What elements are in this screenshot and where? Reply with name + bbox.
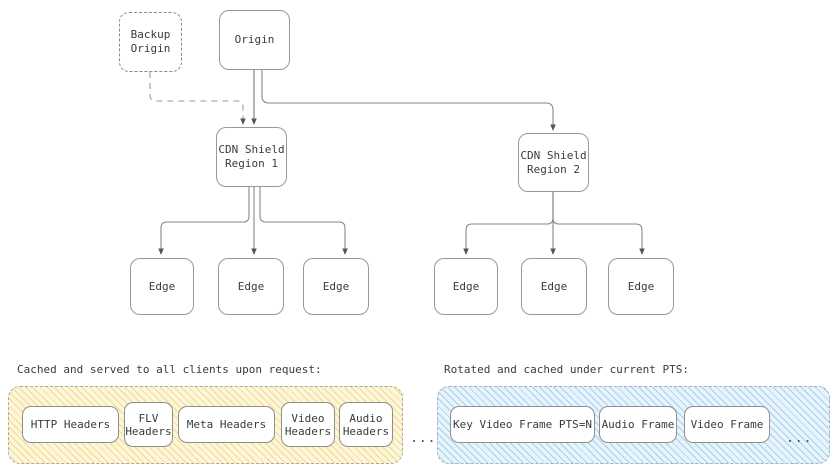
node-edge-region2-a[interactable]: Edge <box>434 258 498 315</box>
link-shield1-to-edge-c <box>259 187 348 255</box>
chip-video-headers[interactable]: Video Headers <box>281 402 335 447</box>
headers-group-caption: Cached and served to all clients upon re… <box>17 363 322 376</box>
link-shield2-to-edge-c <box>552 192 645 255</box>
chip-meta-headers[interactable]: Meta Headers <box>178 406 275 443</box>
headers-group-ellipsis: ... <box>410 431 437 446</box>
chip-audio-headers[interactable]: Audio Headers <box>339 402 393 447</box>
chip-key-video-frame[interactable]: Key Video Frame PTS=N <box>450 406 595 443</box>
link-origin-to-shield2 <box>261 70 556 131</box>
node-cdn-shield-region-2[interactable]: CDN Shield Region 2 <box>518 133 589 192</box>
node-backup-origin[interactable]: Backup Origin <box>119 12 182 72</box>
chip-http-headers[interactable]: HTTP Headers <box>22 406 119 443</box>
node-edge-region2-b[interactable]: Edge <box>521 258 587 315</box>
node-edge-region2-c[interactable]: Edge <box>608 258 674 315</box>
chip-video-frame[interactable]: Video Frame <box>684 406 770 443</box>
link-shield2-to-edge-a <box>463 192 554 255</box>
link-shield1-to-edge-a <box>158 187 250 255</box>
node-edge-region1-a[interactable]: Edge <box>130 258 194 315</box>
chip-audio-frame[interactable]: Audio Frame <box>599 406 677 443</box>
chip-flv-headers[interactable]: FLV Headers <box>124 402 173 447</box>
frames-group-ellipsis: ... <box>786 431 813 446</box>
node-origin[interactable]: Origin <box>219 10 290 70</box>
frames-group-caption: Rotated and cached under current PTS: <box>444 363 690 376</box>
link-backup-origin-to-shield1 <box>149 72 246 125</box>
node-edge-region1-b[interactable]: Edge <box>218 258 284 315</box>
node-edge-region1-c[interactable]: Edge <box>303 258 369 315</box>
node-cdn-shield-region-1[interactable]: CDN Shield Region 1 <box>216 127 287 187</box>
